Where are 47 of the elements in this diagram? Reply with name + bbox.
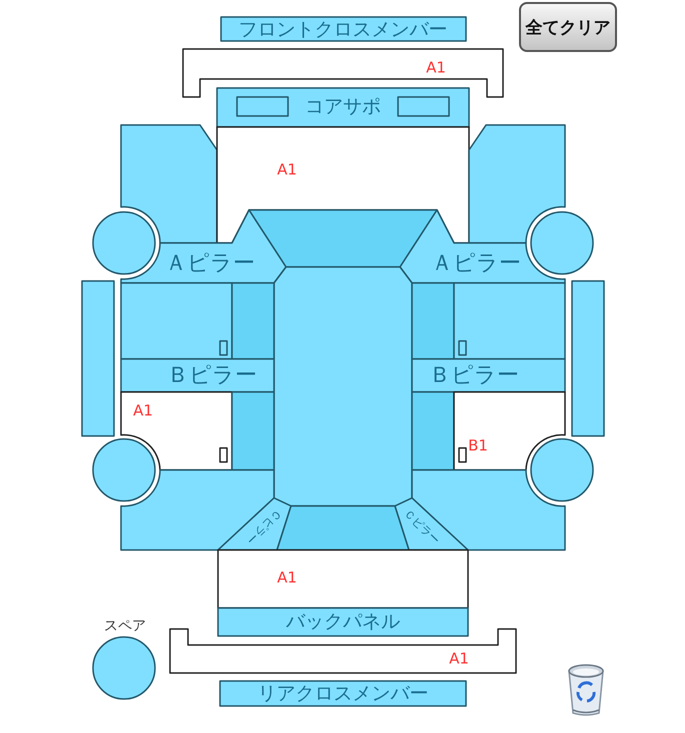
wheel <box>530 211 594 275</box>
cross-member-panel <box>220 16 467 42</box>
trunk-panel <box>217 549 469 609</box>
fender-panel <box>120 124 218 244</box>
cross-member-panel <box>219 680 467 707</box>
back-panel <box>217 607 469 637</box>
core-support-panel <box>216 87 470 128</box>
damage-code: A1 <box>424 60 448 76</box>
wheel <box>530 438 594 502</box>
hood-panel <box>216 126 470 244</box>
roof-panel <box>273 266 413 507</box>
headlight-slot <box>236 96 289 117</box>
fender-panel <box>468 124 566 244</box>
side-sill-bar <box>571 280 605 437</box>
damage-code: A1 <box>277 570 297 586</box>
window-strip <box>231 391 275 471</box>
door-panel <box>120 282 233 360</box>
pillar-panel <box>394 497 469 551</box>
clear-all-button: 全てクリア <box>519 2 617 52</box>
door-panel <box>453 282 566 360</box>
bumper-outline <box>182 48 504 98</box>
door-handle <box>458 340 467 356</box>
pillar-panel <box>399 209 566 284</box>
window-strip <box>411 282 455 360</box>
part-label: スペア <box>104 619 146 633</box>
door-handle <box>219 340 228 356</box>
part-label: Ａピラー <box>431 253 521 275</box>
pillar-panel <box>120 209 287 284</box>
part-label: バックパネル <box>286 612 400 632</box>
window-strip <box>411 391 455 471</box>
wheel <box>92 211 156 275</box>
headlight-slot <box>397 96 450 117</box>
part-label: Ａピラー <box>165 253 255 275</box>
pillar-panel <box>120 358 275 393</box>
part-label: フロントクロスメンバー <box>238 20 448 40</box>
wheel <box>92 438 156 502</box>
window-strip <box>231 282 275 360</box>
damage-code: A1 <box>447 652 471 666</box>
part-label: リアクロスメンバー <box>258 684 428 704</box>
part-label: コアサポ <box>305 98 381 116</box>
part-label: Ｃピラー <box>244 508 284 546</box>
pillar-panel <box>411 358 566 393</box>
part-label: Ｃピラー <box>402 508 442 546</box>
side-sill-bar <box>81 280 115 437</box>
part-label: Ｂピラー <box>429 365 519 387</box>
part-label: Ｂピラー <box>167 365 257 387</box>
damage-code: A1 <box>277 162 297 178</box>
